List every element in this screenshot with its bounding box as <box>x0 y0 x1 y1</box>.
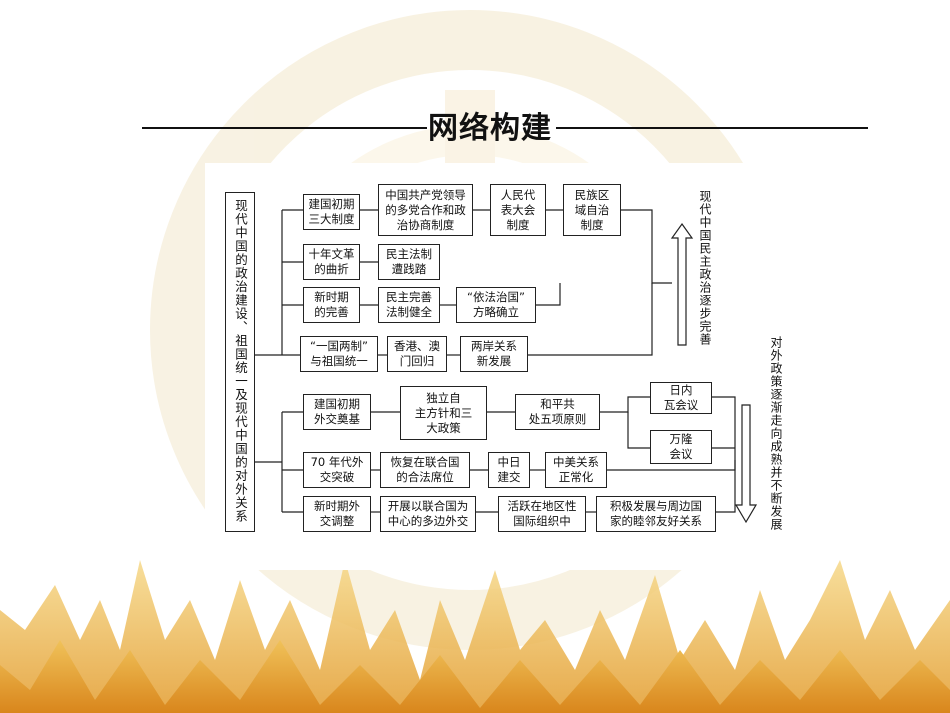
root-topic-label: 现代中国的政治建设、祖国统一及现代中国的对外关系 <box>233 199 248 523</box>
page-title: 网络构建 <box>428 111 552 146</box>
box-new-era-improvement: 新时期 的完善 <box>303 287 360 323</box>
foreign-summary-label: 对外政策逐渐走向成熟并不断发展 <box>769 336 783 531</box>
box-multiparty-cooperation: 中国共产党领导 的多党合作和政 治协商制度 <box>378 184 473 236</box>
box-early-three-systems: 建国初期 三大制度 <box>303 194 360 230</box>
box-one-country-two-systems: “一国两制” 与祖国统一 <box>300 336 378 372</box>
box-regional-organizations: 活跃在地区性 国际组织中 <box>498 496 586 532</box>
title-rule-left <box>142 127 427 129</box>
mountain-peaks <box>0 560 950 713</box>
box-five-principles: 和平共 处五项原则 <box>515 394 600 430</box>
box-new-era-adjustment: 新时期外 交调整 <box>303 496 371 532</box>
politics-summary-label: 现代中国民主政治逐步完善 <box>698 190 712 346</box>
box-rule-by-law-strategy: “依法治国” 方略确立 <box>456 287 536 323</box>
box-cross-strait: 两岸关系 新发展 <box>460 336 528 372</box>
box-peoples-congress: 人民代 表大会 制度 <box>490 184 546 236</box>
box-1970s-breakthrough: 70 年代外 交突破 <box>303 452 371 488</box>
root-topic-box: 现代中国的政治建设、祖国统一及现代中国的对外关系 <box>225 192 255 532</box>
box-early-diplomacy: 建国初期 外交奠基 <box>303 394 371 430</box>
down-arrow-icon <box>734 404 758 524</box>
box-independent-policy: 独立自 主方针和三 大政策 <box>400 386 487 440</box>
box-hk-macau-return: 香港、澳 门回归 <box>387 336 447 372</box>
box-rule-of-law-trampled: 民主法制 遭践踏 <box>378 244 440 280</box>
box-cultural-revolution: 十年文革 的曲折 <box>303 244 360 280</box>
box-bandung-conference: 万隆 会议 <box>650 430 712 464</box>
title-rule-right <box>556 127 868 129</box>
box-democracy-legal-system: 民主完善 法制健全 <box>378 287 440 323</box>
box-ethnic-autonomy: 民族区 域自治 制度 <box>563 184 621 236</box>
box-sino-japan-relations: 中日 建交 <box>488 452 530 488</box>
box-good-neighbor-relations: 积极发展与周边国 家的睦邻友好关系 <box>596 496 716 532</box>
box-sino-us-normalization: 中美关系 正常化 <box>545 452 607 488</box>
up-arrow-icon <box>670 222 694 346</box>
box-un-seat-restored: 恢复在联合国 的合法席位 <box>380 452 470 488</box>
box-geneva-conference: 日内 瓦会议 <box>650 382 712 414</box>
box-multilateral-diplomacy: 开展以联合国为 中心的多边外交 <box>380 496 476 532</box>
